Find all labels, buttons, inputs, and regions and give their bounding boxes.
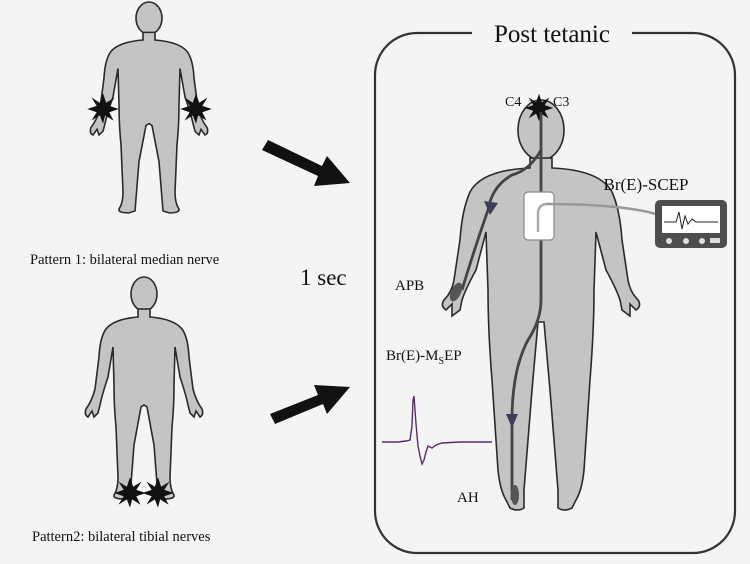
interval-label: 1 sec	[300, 265, 347, 290]
apb-label: APB	[395, 278, 424, 294]
scep-label: Br(E)-SCEP	[604, 175, 689, 194]
monitor-icon	[655, 200, 727, 248]
pattern2-body-figure	[84, 276, 204, 500]
mep-label: Br(E)-MSEP	[386, 348, 462, 367]
mep-label-prefix: Br(E)-M	[386, 348, 439, 364]
panel-title: Post tetanic	[494, 21, 610, 48]
panel-title-backdrop	[472, 16, 632, 50]
mep-waveform-trace	[382, 395, 492, 467]
pattern1-caption: Pattern 1: bilateral median nerve	[30, 252, 219, 268]
direction-arrow-icon	[262, 140, 350, 186]
electrode-c3-label: C3	[553, 95, 569, 110]
ah-label: AH	[457, 490, 479, 506]
mep-label-suffix: EP	[444, 348, 462, 364]
direction-arrow-icon	[270, 385, 350, 424]
apb-muscle-marker	[449, 282, 463, 302]
electrode-c4-label: C4	[505, 95, 521, 110]
mep-label-subscript: S	[439, 356, 445, 367]
pathway-arrowhead	[484, 201, 518, 428]
ah-muscle-marker	[511, 485, 519, 505]
recording-lead	[545, 202, 657, 216]
pattern2-caption: Pattern2: bilateral tibial nerves	[32, 529, 211, 545]
neural-pathway	[460, 112, 543, 500]
